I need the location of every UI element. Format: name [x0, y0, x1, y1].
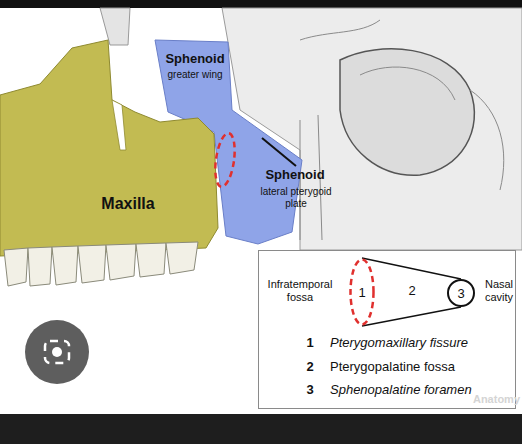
part-label: Infratemporal fossa — [261, 278, 339, 303]
part-label: Pterygomaxillary fissure — [330, 336, 510, 351]
part-label: Sphenoid — [150, 52, 240, 67]
lens-icon — [25, 320, 89, 384]
tooth — [28, 247, 52, 286]
lens-icon-frame — [45, 341, 69, 363]
nasal-bone — [100, 8, 130, 45]
top-bar — [0, 0, 522, 8]
circle-node: 3 — [447, 279, 475, 307]
tooth — [136, 243, 166, 277]
callout-number: 1 — [300, 336, 320, 351]
tooth — [78, 245, 106, 283]
part-label: Maxilla — [78, 195, 178, 213]
fissure-marker — [212, 132, 237, 188]
dashed-ellipse: 1 — [349, 258, 375, 326]
leader-line — [262, 138, 296, 166]
teeth — [4, 242, 198, 286]
callout-number: 2 — [400, 284, 424, 299]
callout-number: 2 — [300, 360, 320, 375]
part-label: greater wing — [150, 69, 240, 81]
callout-number: 1 — [358, 285, 365, 300]
ellipse-outline — [351, 260, 374, 325]
callout-number: 3 — [300, 383, 320, 398]
part-label: Pterygopalatine fossa — [330, 360, 510, 375]
tooth — [166, 242, 198, 274]
callout-number: 3 — [457, 286, 464, 301]
part-label: lateral pterygoid plate — [255, 186, 337, 209]
connector-line — [362, 258, 461, 279]
skull-lines — [300, 20, 504, 240]
lens-icon-dot — [52, 347, 62, 357]
part-label: Anatomy — [440, 393, 520, 406]
tooth — [52, 246, 78, 285]
tooth — [106, 244, 136, 280]
maxilla-notch — [112, 100, 126, 150]
inset-panel — [259, 251, 516, 409]
connector-line — [362, 307, 461, 326]
tooth — [4, 248, 28, 286]
bottom-bar — [0, 414, 522, 444]
part-label: Sphenoid — [250, 168, 340, 183]
part-label: Nasal cavity — [481, 278, 517, 303]
